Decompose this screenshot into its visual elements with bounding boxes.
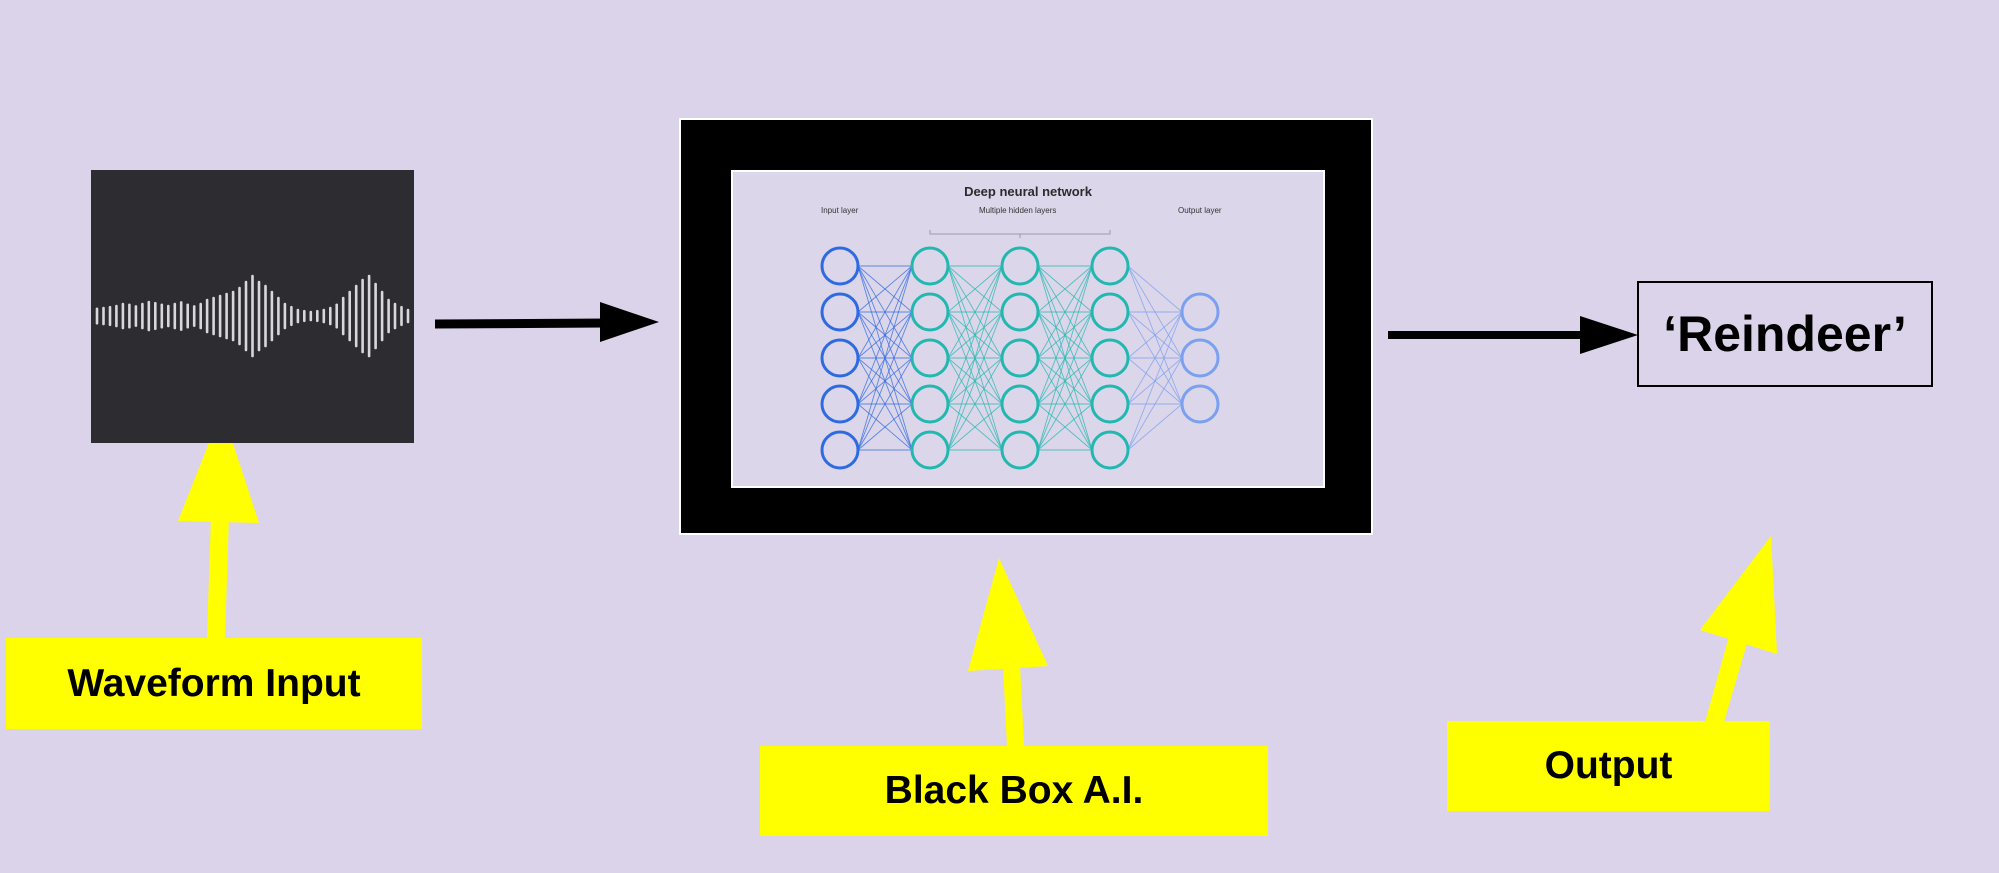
- nn-hidden-node: [1000, 246, 1040, 286]
- callout-waveform-input: Waveform Input: [6, 638, 422, 729]
- nn-input-node: [820, 292, 860, 332]
- nn-hidden-node: [1090, 292, 1130, 332]
- input-to-model-arrow: [434, 302, 659, 342]
- nn-hidden-node: [910, 338, 950, 378]
- callout-black-box-ai: Black Box A.I.: [760, 746, 1268, 836]
- nn-connections: [857, 265, 1183, 451]
- nn-hidden-layers-label: Multiple hidden layers: [979, 206, 1057, 215]
- callout-output: Output: [1447, 721, 1770, 811]
- nn-title: Deep neural network: [964, 184, 1092, 199]
- blackbox-pointer-arrow: [968, 558, 1048, 746]
- nn-hidden-node: [1000, 430, 1040, 470]
- nn-output-layer-label: Output layer: [1178, 206, 1222, 215]
- output-label-box: ‘Reindeer’: [1637, 281, 1933, 387]
- waveform-icon: [95, 274, 410, 358]
- nn-hidden-node: [910, 430, 950, 470]
- black-box-model-frame: Deep neural network Input layer Multiple…: [679, 118, 1373, 535]
- nn-input-node: [820, 430, 860, 470]
- nn-hidden-node: [910, 292, 950, 332]
- nn-hidden-node: [1090, 246, 1130, 286]
- nn-hidden-node: [1000, 384, 1040, 424]
- nn-hidden-node: [1090, 338, 1130, 378]
- waveform-pointer-arrow: [178, 410, 259, 638]
- nn-hidden-node: [1090, 384, 1130, 424]
- nn-hidden-node: [1000, 292, 1040, 332]
- waveform-input-panel: [91, 170, 414, 443]
- neural-network-graph: [820, 230, 1220, 470]
- nn-output-node: [1180, 292, 1220, 332]
- neural-network-illustration: Deep neural network Input layer Multiple…: [731, 170, 1325, 488]
- output-pointer-arrow: [1700, 536, 1777, 722]
- nn-input-node: [820, 384, 860, 424]
- nn-output-node: [1180, 338, 1220, 378]
- nn-output-node: [1180, 384, 1220, 424]
- nn-hidden-node: [910, 384, 950, 424]
- hidden-layers-bracket: [929, 230, 1111, 238]
- nn-input-layer-label: Input layer: [821, 206, 859, 215]
- nn-hidden-node: [1000, 338, 1040, 378]
- nn-input-node: [820, 338, 860, 378]
- nn-hidden-node: [910, 246, 950, 286]
- model-to-output-arrow: [1388, 316, 1638, 354]
- nn-hidden-node: [1090, 430, 1130, 470]
- nn-input-node: [820, 246, 860, 286]
